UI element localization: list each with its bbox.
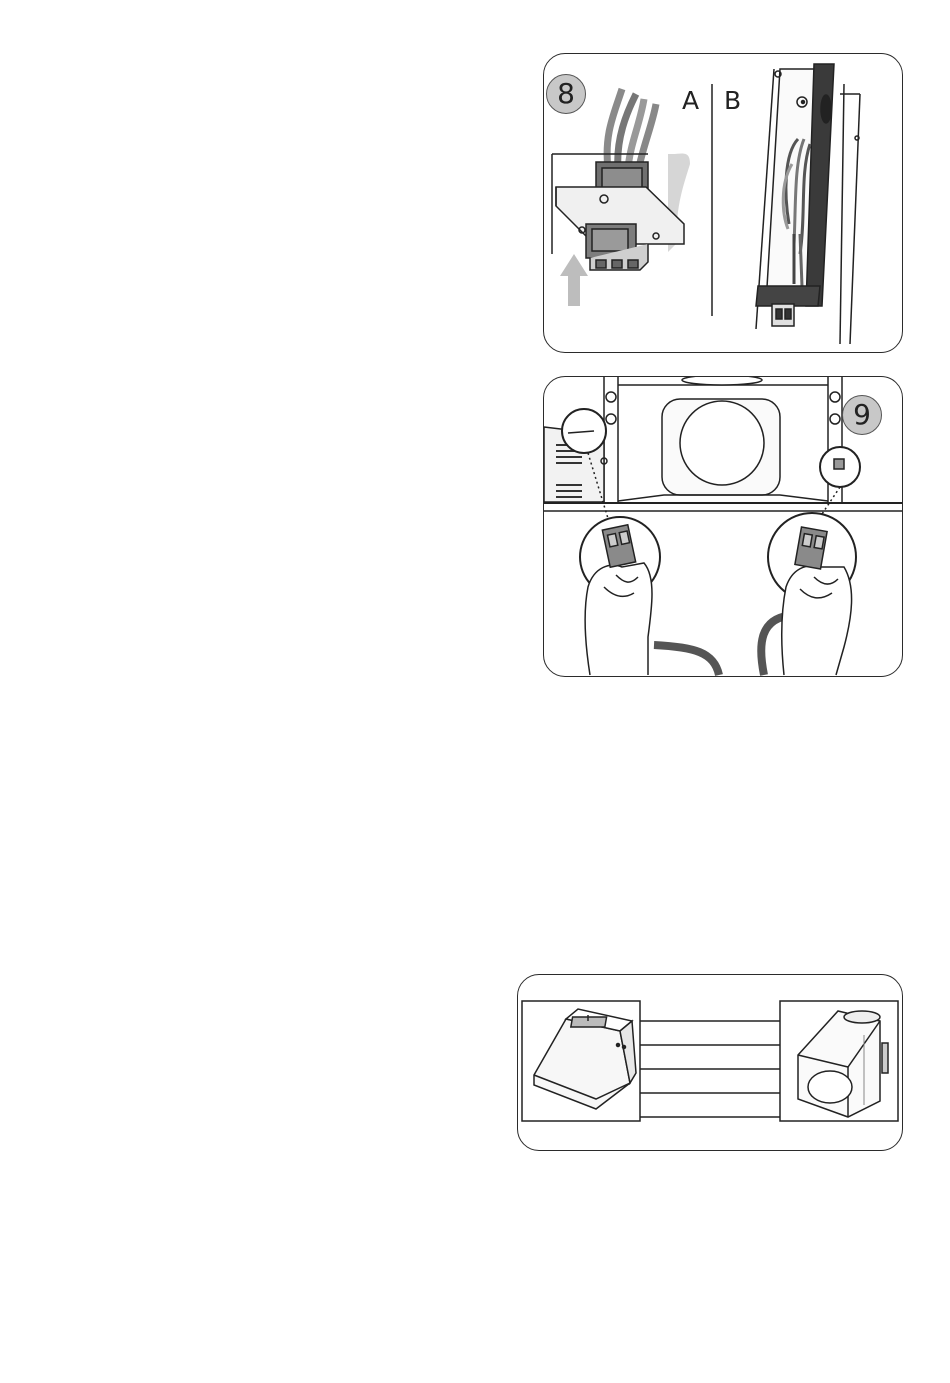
figure-8-illustration [544,54,902,352]
step-number-badge: 8 [546,74,586,114]
figure-10-panel [517,974,903,1151]
step-number-badge: 9 [842,395,882,435]
subfigure-label-a: A [682,86,699,115]
figure-9-panel: 9 [543,376,903,677]
subfigure-label-b: B [724,86,741,115]
figure-8-panel: 8 A B [543,53,903,353]
hood-blower-connection-illustration [518,975,902,1150]
